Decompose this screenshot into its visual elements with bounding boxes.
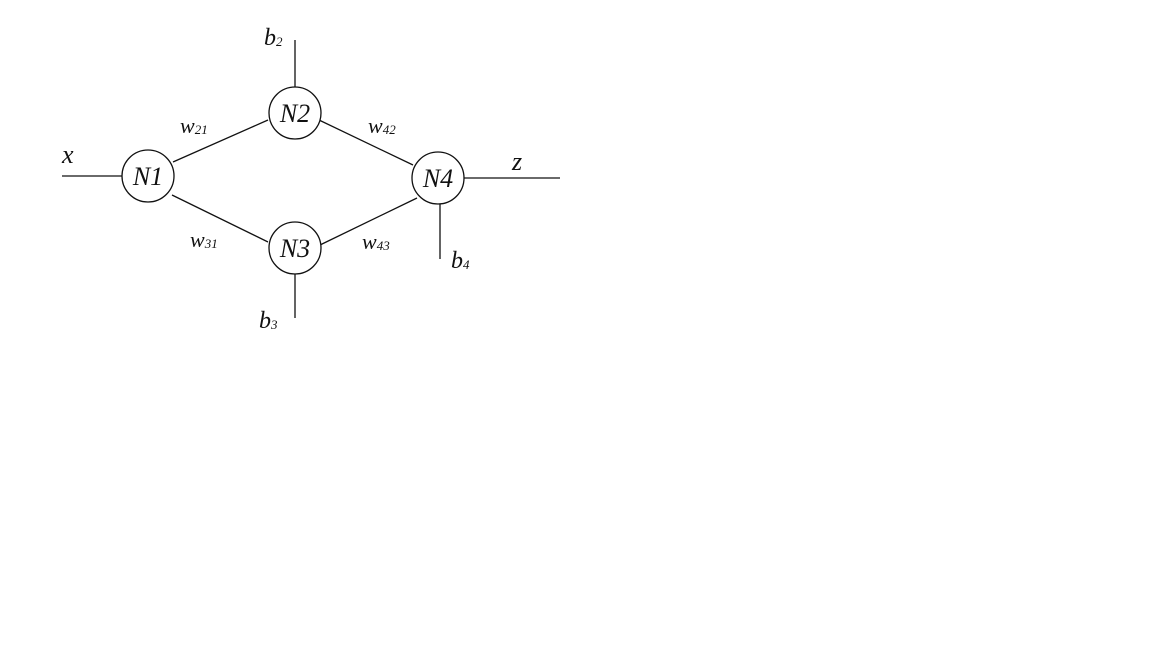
edge-n1-n2 (172, 119, 269, 163)
bias-label-b4: b4 (451, 248, 470, 274)
node-n1-label: N1 (132, 162, 163, 191)
edge-n3-n4 (319, 197, 418, 246)
output-label-z: z (511, 147, 522, 176)
input-label-x: x (61, 140, 74, 169)
weight-label-w43: w43 (362, 229, 390, 254)
edge-n2-n4 (318, 119, 414, 166)
node-n2-circle (268, 86, 322, 140)
weight-label-w21: w21 (180, 113, 208, 138)
node-n3-label: N3 (279, 234, 310, 263)
weight-label-w42: w42 (368, 113, 396, 138)
node-n4-label: N4 (422, 164, 453, 193)
bias-label-b2: b2 (264, 25, 283, 51)
bias-label-b3: b3 (259, 308, 278, 334)
node-n2-label: N2 (279, 99, 310, 128)
node-n3-circle (268, 221, 322, 275)
node-n1-circle (121, 149, 175, 203)
weight-label-w31: w31 (190, 227, 218, 252)
node-n4-circle (411, 151, 465, 205)
edge-n1-n3 (171, 194, 269, 243)
